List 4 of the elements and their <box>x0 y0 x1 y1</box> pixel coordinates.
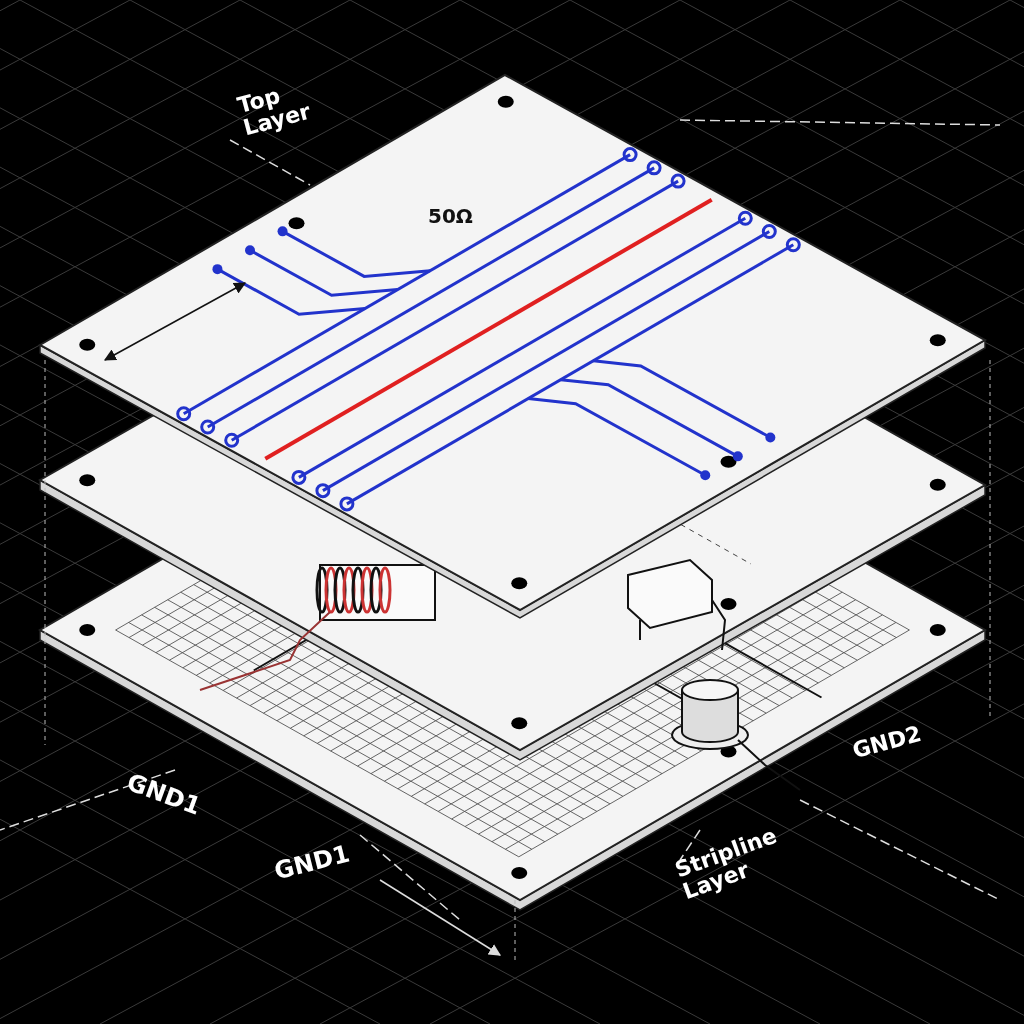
layer-label: GND1 <box>272 841 353 885</box>
layer-label: GND2 <box>850 721 924 763</box>
layer-label: Top Layer <box>235 81 315 140</box>
layer-label: GND1 <box>123 770 204 820</box>
